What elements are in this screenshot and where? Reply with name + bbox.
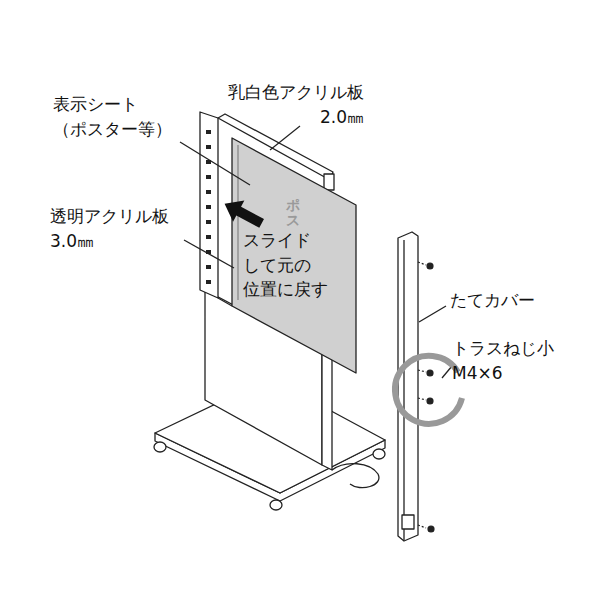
part-label: たてカバー (450, 288, 550, 313)
part-label: 乳白色アクリル板 2.0㎜ (214, 80, 364, 129)
part-label: 透明アクリル板 3.0㎜ (50, 204, 178, 253)
part-label: スライド して元の 位置に戻す (243, 228, 337, 302)
part-label: 表示シート （ポスター等） (53, 92, 177, 141)
part-label: トラスねじ小 M4×6 (452, 336, 564, 385)
watermark: ポス (286, 198, 300, 229)
